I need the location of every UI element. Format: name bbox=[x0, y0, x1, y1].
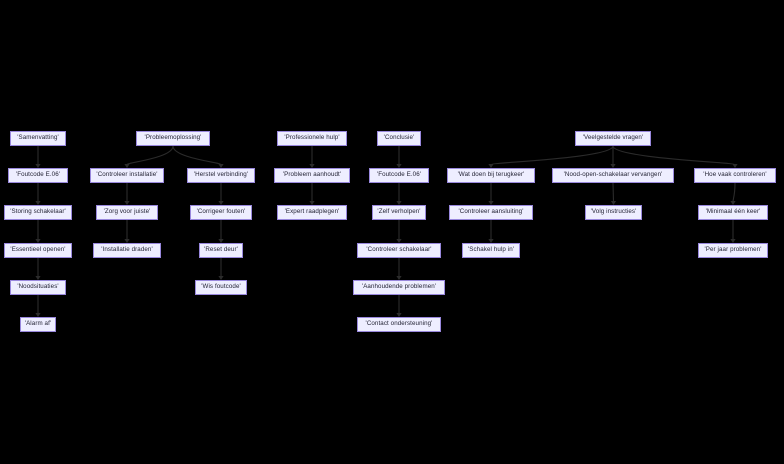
edge-arrowhead bbox=[124, 164, 130, 168]
edge-arrowhead bbox=[124, 239, 130, 243]
diagram-node[interactable]: 'Probleemoplossing' bbox=[136, 131, 210, 146]
edge-arrowhead bbox=[35, 276, 41, 280]
edge-arrowhead bbox=[488, 164, 494, 168]
diagram-node[interactable]: 'Installatie draden' bbox=[93, 243, 161, 258]
edge-arrowhead bbox=[35, 201, 41, 205]
diagram-node[interactable]: 'Wis foutcode' bbox=[195, 280, 247, 295]
edge-arrowhead bbox=[309, 164, 315, 168]
edge-arrowhead bbox=[396, 313, 402, 317]
diagram-node[interactable]: 'Expert raadplegen' bbox=[277, 205, 347, 220]
diagram-node[interactable]: 'Controleer schakelaar' bbox=[357, 243, 441, 258]
edge-line bbox=[126, 145, 174, 166]
edge-line bbox=[612, 145, 736, 166]
edge-arrowhead bbox=[35, 239, 41, 243]
diagram-node[interactable]: 'Professionele hulp' bbox=[277, 131, 347, 146]
edge-arrowhead bbox=[730, 201, 736, 205]
diagram-node[interactable]: 'Samenvatting' bbox=[10, 131, 66, 146]
diagram-node[interactable]: 'Foutcode E.06' bbox=[369, 168, 429, 183]
edge-line bbox=[612, 182, 615, 202]
edge-arrowhead bbox=[396, 239, 402, 243]
edge-arrowhead bbox=[396, 164, 402, 168]
edge-arrowhead bbox=[610, 164, 616, 168]
edge-line bbox=[732, 182, 736, 202]
diagram-node[interactable]: 'Herstel verbinding' bbox=[187, 168, 255, 183]
diagram-node[interactable]: 'Alarm af' bbox=[20, 317, 56, 332]
diagram-node[interactable]: 'Foutcode E.06' bbox=[8, 168, 68, 183]
edge-arrowhead bbox=[396, 276, 402, 280]
edge-arrowhead bbox=[730, 239, 736, 243]
edge-line bbox=[490, 145, 614, 166]
diagram-node[interactable]: 'Volg instructies' bbox=[585, 205, 642, 220]
diagram-node[interactable]: 'Zelf verholpen' bbox=[372, 205, 426, 220]
edge-arrowhead bbox=[610, 201, 617, 205]
diagram-node[interactable]: 'Controleer installatie' bbox=[90, 168, 164, 183]
edge-arrowhead bbox=[732, 164, 738, 168]
diagram-node[interactable]: 'Contact ondersteuning' bbox=[357, 317, 441, 332]
edge-arrowhead bbox=[218, 276, 224, 280]
diagram-node[interactable]: 'Probleem aanhoudt' bbox=[274, 168, 350, 183]
edge-arrowhead bbox=[35, 313, 41, 317]
diagram-node[interactable]: 'Corrigeer fouten' bbox=[190, 205, 252, 220]
diagram-node[interactable]: 'Reset deur' bbox=[199, 243, 243, 258]
diagram-node[interactable]: 'Essentieel openen' bbox=[4, 243, 72, 258]
diagram-node[interactable]: 'Noodsituaties' bbox=[10, 280, 66, 295]
edge-arrowhead bbox=[35, 164, 41, 168]
diagram-node[interactable]: 'Hoe vaak controleren' bbox=[694, 168, 776, 183]
diagram-node[interactable]: 'Controleer aansluiting' bbox=[449, 205, 533, 220]
edge-arrowhead bbox=[488, 239, 494, 243]
edge-arrowhead bbox=[218, 164, 224, 168]
diagram-node[interactable]: 'Wat doen bij terugkeer' bbox=[447, 168, 535, 183]
edge-arrowhead bbox=[396, 201, 402, 205]
diagram-node[interactable]: 'Zorg voor juiste' bbox=[96, 205, 158, 220]
edge-arrowhead bbox=[218, 239, 224, 243]
edge-line bbox=[172, 145, 222, 166]
diagram-node[interactable]: 'Storing schakelaar' bbox=[4, 205, 72, 220]
diagram-node[interactable]: 'Conclusie' bbox=[377, 131, 421, 146]
diagram-node[interactable]: 'Minimaal één keer' bbox=[698, 205, 768, 220]
edge-arrowhead bbox=[309, 201, 315, 205]
diagram-node[interactable]: 'Per jaar problemen' bbox=[698, 243, 768, 258]
edge-arrowhead bbox=[124, 201, 130, 205]
diagram-node[interactable]: 'Schakel hulp in' bbox=[462, 243, 520, 258]
edge-arrowhead bbox=[218, 201, 224, 205]
diagram-node[interactable]: 'Nood-open-schakelaar vervangen' bbox=[552, 168, 674, 183]
edge-arrowhead bbox=[488, 201, 494, 205]
diagram-node[interactable]: 'Veelgestelde vragen' bbox=[575, 131, 651, 146]
diagram-node[interactable]: 'Aanhoudende problemen' bbox=[353, 280, 445, 295]
